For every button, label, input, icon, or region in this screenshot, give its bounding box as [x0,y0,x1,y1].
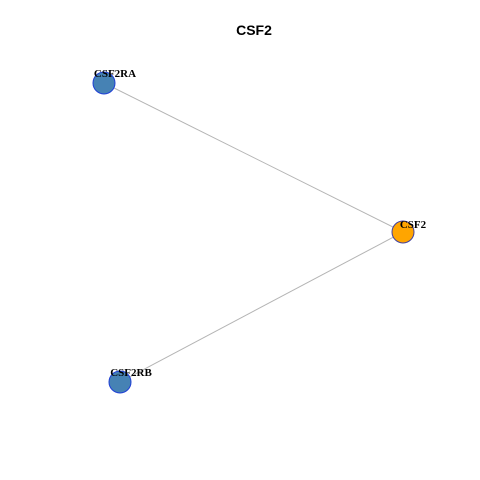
edge-csf2ra-csf2 [103,82,404,233]
node-label: CSF2 [400,219,427,231]
edge-csf2rb-csf2 [119,231,404,383]
node-circle [108,370,132,394]
node-csf2ra: CSF2RA [92,68,136,95]
node-label: CSF2RB [110,367,152,379]
node-circle [92,71,116,95]
node-label: CSF2RA [94,68,136,80]
edges-layer [103,82,404,383]
diagram-title: CSF2 [236,22,272,38]
node-csf2: CSF2 [391,219,427,244]
node-csf2rb: CSF2RB [108,367,152,394]
node-circle [391,220,415,244]
